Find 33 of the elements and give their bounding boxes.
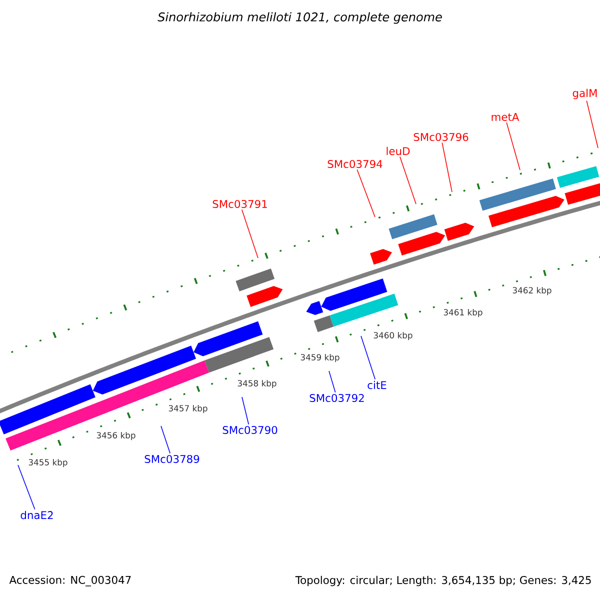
gene-label: dnaE2 bbox=[20, 510, 53, 520]
leader-line bbox=[160, 426, 171, 454]
leader-line bbox=[242, 396, 250, 425]
leader-line bbox=[18, 464, 36, 510]
scale-label: 3461 kbp bbox=[444, 308, 482, 318]
gene-label: metA bbox=[492, 113, 520, 121]
gene-label: SMc03796 bbox=[414, 132, 468, 142]
gene-label: galM bbox=[572, 88, 597, 100]
leader-line bbox=[328, 370, 336, 393]
leader-line bbox=[506, 122, 520, 170]
leader-line bbox=[442, 142, 452, 192]
leader-line bbox=[360, 336, 376, 380]
gene-label: citE bbox=[368, 380, 386, 390]
footer-text: Accession: NC_003047 bbox=[9, 576, 131, 586]
scale-label: 3459 kbp bbox=[300, 354, 340, 362]
leader-line bbox=[356, 169, 376, 218]
footer-text: Topology: circular; Length: 3,654,135 bp; Genes: 3,425 bbox=[295, 576, 591, 586]
title: Sinorhizobium meliloti 1021, complete genome bbox=[158, 12, 442, 24]
gene-label: leuD bbox=[386, 146, 410, 156]
gene-label: SMc03794 bbox=[328, 160, 382, 168]
scale-label: 3460 kbp bbox=[374, 332, 412, 340]
leader-line bbox=[400, 156, 416, 204]
gene-label: SMc03792 bbox=[310, 394, 364, 402]
gene-label: SMc03789 bbox=[144, 454, 200, 464]
scale-label: 3456 kbp bbox=[96, 432, 136, 440]
scale-label: 3462 kbp bbox=[512, 286, 552, 296]
leader-line bbox=[241, 209, 258, 258]
gene-label: SMc03791 bbox=[212, 200, 267, 208]
gene-label: SMc03790 bbox=[222, 426, 278, 434]
scale-label: 3455 kbp bbox=[28, 458, 68, 468]
leader-line bbox=[586, 100, 598, 148]
scale-label: 3457 kbp bbox=[168, 404, 208, 414]
scale-label: 3458 kbp bbox=[238, 380, 276, 388]
